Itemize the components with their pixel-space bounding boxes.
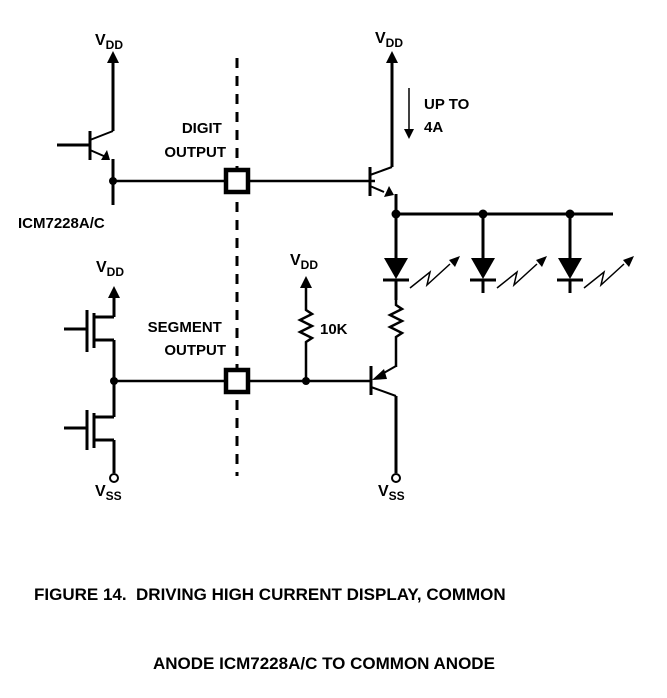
segment-output-label: SEGMENT OUTPUT xyxy=(148,319,226,359)
vdd-arrow-icon xyxy=(107,51,119,63)
series-resistor xyxy=(387,300,405,367)
vss-terminal xyxy=(109,473,119,483)
vdd-arrow-icon xyxy=(386,51,398,63)
vdd-label-top-left: VDD xyxy=(95,32,123,52)
external-pnp-transistor xyxy=(369,365,398,473)
svg-text:VDD: VDD xyxy=(95,32,123,52)
resistor-value-label: 10K xyxy=(320,321,348,338)
pullup-resistor xyxy=(297,287,315,381)
vdd-label-left-bottom: VDD xyxy=(96,259,124,279)
current-arrow xyxy=(404,88,414,139)
svg-text:VSS: VSS xyxy=(95,483,122,503)
circuit-schematic: VDD DIGIT OUTPUT ICM7228A/C VDD UP TO 4A xyxy=(18,30,634,503)
vdd-arrow-icon xyxy=(300,276,312,288)
caption-line-1: FIGURE 14. DRIVING HIGH CURRENT DISPLAY,… xyxy=(34,585,506,604)
segment-output-pin xyxy=(223,367,251,395)
vdd-label-top-right: VDD xyxy=(375,30,403,50)
led-2 xyxy=(470,214,547,293)
internal-npn-transistor xyxy=(57,130,115,205)
vdd-label-middle: VDD xyxy=(290,252,318,272)
digit-output-pin xyxy=(223,167,251,195)
led-3 xyxy=(557,214,634,293)
digit-output-label: DIGIT OUTPUT xyxy=(164,120,226,161)
vdd-arrow-icon xyxy=(108,286,120,298)
current-label: UP TO 4A xyxy=(424,96,473,136)
led-1 xyxy=(383,214,460,300)
svg-text:VDD: VDD xyxy=(96,259,124,279)
figure-caption: FIGURE 14. DRIVING HIGH CURRENT DISPLAY,… xyxy=(34,537,506,698)
chip-name-label: ICM7228A/C xyxy=(18,215,105,232)
svg-text:VDD: VDD xyxy=(290,252,318,272)
svg-text:VSS: VSS xyxy=(378,483,405,503)
vss-terminal xyxy=(391,473,401,483)
nmos-transistor xyxy=(64,381,116,473)
vss-label-right: VSS xyxy=(378,483,405,503)
caption-line-2: ANODE ICM7228A/C TO COMMON ANODE xyxy=(153,654,495,673)
external-npn-transistor xyxy=(368,166,398,214)
pmos-transistor xyxy=(64,297,116,381)
vss-label-left: VSS xyxy=(95,483,122,503)
svg-text:VDD: VDD xyxy=(375,30,403,50)
